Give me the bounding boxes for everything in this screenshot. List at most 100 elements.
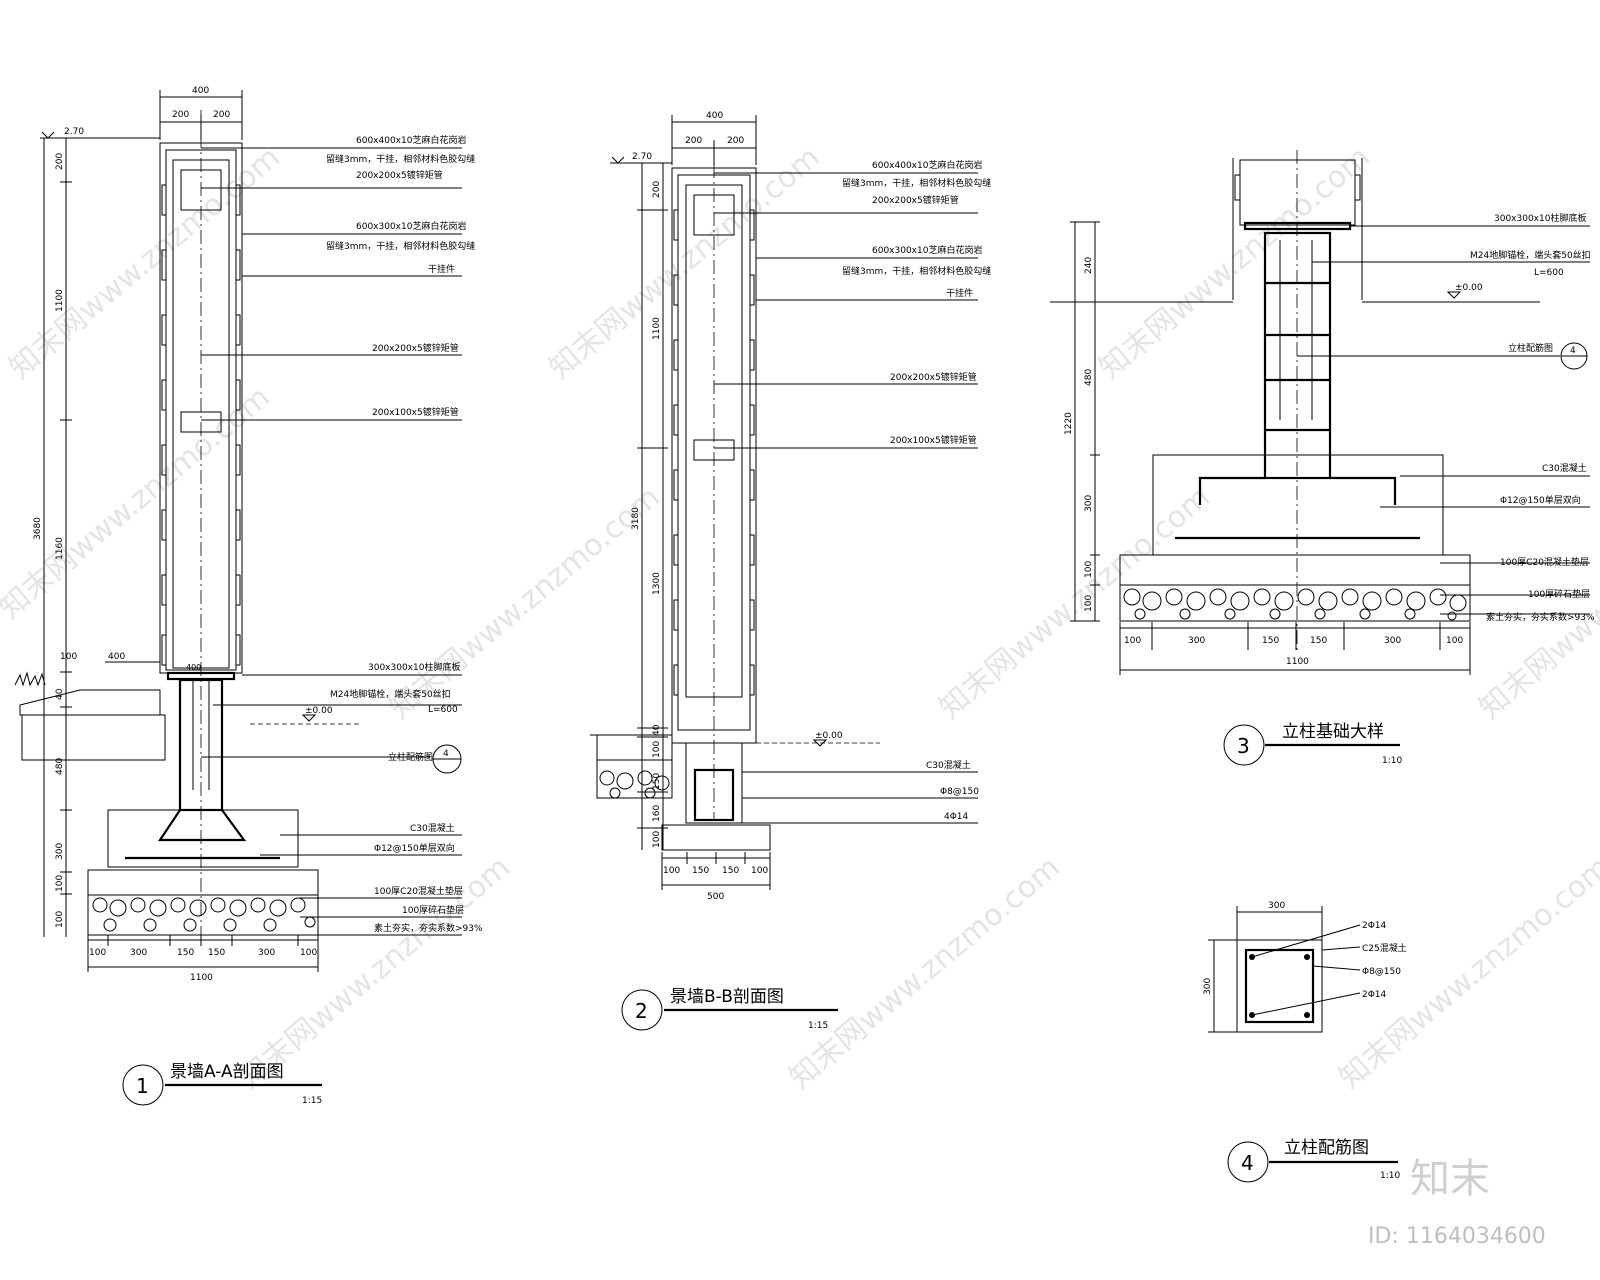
- s3-left-ticks: [1070, 221, 1100, 622]
- s1-dim-b4: 150: [208, 948, 225, 958]
- s1-ref-symbol: 4: [443, 749, 449, 759]
- s2-dim-b3: 150: [722, 866, 739, 876]
- s2-label-9: C30混凝土: [926, 759, 971, 771]
- s3-dim-b2: 300: [1188, 636, 1205, 646]
- s2-label-10: Φ8@150: [940, 787, 979, 797]
- s3-label-1: 300x300x10柱脚底板: [1494, 212, 1586, 224]
- s1-label-6: 干挂件: [428, 263, 455, 275]
- s1-label-4: 600x300x10芝麻白花岗岩: [356, 220, 466, 232]
- s3-dim-b6: 100: [1446, 636, 1463, 646]
- s2-label-3: 200x200x5镀锌矩管: [872, 194, 959, 206]
- s2-clips: [673, 209, 755, 696]
- s1-base-dim-100: 100: [60, 652, 77, 662]
- s2-leaders: [714, 172, 978, 824]
- s2-elev-top: 2.70: [632, 152, 652, 162]
- s2-label-7: 200x200x5镀锌矩管: [890, 371, 977, 383]
- s2-dim-200: 200: [652, 181, 662, 198]
- s4-title: 立柱配筋图: [1284, 1138, 1369, 1158]
- footer-logo: 知末: [1410, 1156, 1490, 1202]
- watermark-1: 知末网www.znzmo.com: [3, 140, 287, 386]
- s1-dim-b3: 150: [177, 948, 194, 958]
- s1-elev-top: 2.70: [64, 127, 84, 137]
- s1-scale: 1:15: [302, 1096, 322, 1106]
- s4-leaders: [1251, 924, 1361, 1016]
- section-2-drawing: 400 200 200 2.70 200 1100 3180 1300 40 1…: [590, 111, 991, 1031]
- s3-elev-zero: ±0.00: [1455, 283, 1483, 293]
- s1-dim-top-total: 400: [192, 86, 209, 96]
- s1-number: 1: [136, 1074, 149, 1098]
- s3-dim-480: 480: [1084, 369, 1094, 386]
- s1-label-2: 留缝3mm，干挂，相邻材料色胶勾缝: [326, 153, 475, 165]
- s1-label-17: 素土夯实，夯实系数>93%: [374, 922, 483, 934]
- s4-label-4: 2Φ14: [1362, 990, 1387, 1000]
- s2-label-5: 留缝3mm，干挂，相邻材料色胶勾缝: [842, 265, 991, 277]
- s1-dim-100a: 100: [55, 875, 65, 892]
- s1-base-dim-400: 400: [108, 652, 125, 662]
- s1-elev-zero: ±0.00: [305, 706, 333, 716]
- s1-label-8: 200x100x5镀锌矩管: [372, 406, 459, 418]
- s1-label-10: M24地脚锚栓，端头套50丝扣: [330, 688, 451, 700]
- s2-elev-zero: ±0.00: [815, 731, 843, 741]
- s3-label-9: 素土夯实，夯实系数>93%: [1486, 611, 1595, 623]
- s1-dim-40: 40: [55, 688, 65, 700]
- s3-label-2: M24地脚锚栓，端头套50丝扣: [1470, 249, 1591, 261]
- s1-dim-1100: 1100: [55, 289, 65, 312]
- s3-ref-symbol: 4: [1570, 346, 1576, 356]
- s3-dim-100a: 100: [1084, 561, 1094, 578]
- s2-dim-b2: 150: [692, 866, 709, 876]
- s1-label-15: 100厚C20混凝土垫层: [374, 885, 463, 897]
- watermark-2: 知末网www.znzmo.com: [543, 140, 827, 386]
- s2-dim-top-total: 400: [706, 111, 723, 121]
- s2-scale: 1:15: [808, 1021, 828, 1031]
- s2-label-4: 600x300x10芝麻白花岗岩: [872, 244, 982, 256]
- s1-dim-total: 1100: [190, 973, 213, 983]
- s1-dim-300: 300: [55, 843, 65, 860]
- s1-gravel: [92, 897, 316, 932]
- section-4-drawing: 300 300 2Φ14 C25混凝土 Φ8@150 2Φ14 4 立柱配筋图 …: [1203, 901, 1407, 1183]
- s2-number: 2: [635, 999, 648, 1023]
- s3-dim-1220: 1220: [1064, 412, 1074, 435]
- s4-dim-left: 300: [1203, 978, 1213, 995]
- s1-dim-b2: 300: [130, 948, 147, 958]
- s3-dim-b4: 150: [1310, 636, 1327, 646]
- watermark-7: 知末网www.znzmo.com: [1473, 480, 1600, 726]
- s3-gravel: [1123, 588, 1467, 621]
- section-1-drawing: 400 200 200 2.70 200 1100 3680 1160 40 4…: [14, 86, 483, 1106]
- s2-dim-100: 100: [652, 741, 662, 758]
- s1-dim-b5: 300: [258, 948, 275, 958]
- s2-label-2: 留缝3mm，干挂，相邻材料色胶勾缝: [842, 177, 991, 189]
- s1-dim-200: 200: [55, 153, 65, 170]
- s2-dim-b4: 100: [751, 866, 768, 876]
- s1-left-ticks: [60, 181, 72, 895]
- s3-dim-b1: 100: [1124, 636, 1141, 646]
- s1-label-3: 200x200x5镀锌矩管: [356, 169, 443, 181]
- watermark-9: 知末网www.znzmo.com: [783, 850, 1067, 1096]
- s4-number: 4: [1241, 1151, 1254, 1175]
- s2-dim-1300: 1300: [652, 572, 662, 595]
- s1-label-12: 立柱配筋图: [388, 751, 433, 763]
- s3-dim-240: 240: [1084, 257, 1094, 274]
- s3-title: 立柱基础大样: [1282, 722, 1384, 742]
- s2-label-11: 4Φ14: [944, 812, 969, 822]
- footer-id: ID: 1164034600: [1368, 1224, 1546, 1249]
- s3-dim-100b: 100: [1084, 595, 1094, 612]
- s2-label-6: 干挂件: [946, 287, 973, 299]
- s1-dim-top-b: 200: [213, 110, 230, 120]
- s3-number: 3: [1237, 734, 1250, 758]
- s1-dim-100b: 100: [55, 911, 65, 928]
- s3-label-8: 100厚碎石垫层: [1528, 588, 1590, 600]
- s3-scale: 1:10: [1382, 756, 1402, 766]
- s2-dim-40: 40: [652, 724, 662, 736]
- s1-dim-3680: 3680: [33, 517, 43, 540]
- s2-dim-total: 500: [707, 892, 724, 902]
- s1-label-13: C30混凝土: [410, 822, 455, 834]
- watermarks: 知末网www.znzmo.com 知末网www.znzmo.com 知末网www…: [0, 140, 1600, 1096]
- s3-dim-b3: 150: [1262, 636, 1279, 646]
- s1-label-14: Φ12@150单层双向: [374, 842, 455, 854]
- s3-dim-total: 1100: [1286, 657, 1309, 667]
- s2-dim-b1: 100: [663, 866, 680, 876]
- s3-leaders: [1297, 225, 1590, 615]
- s1-label-9: 300x300x10柱脚底板: [368, 661, 460, 673]
- s2-dim-100b: 100: [652, 831, 662, 848]
- s3-label-7: 100厚C20混凝土垫层: [1500, 556, 1589, 568]
